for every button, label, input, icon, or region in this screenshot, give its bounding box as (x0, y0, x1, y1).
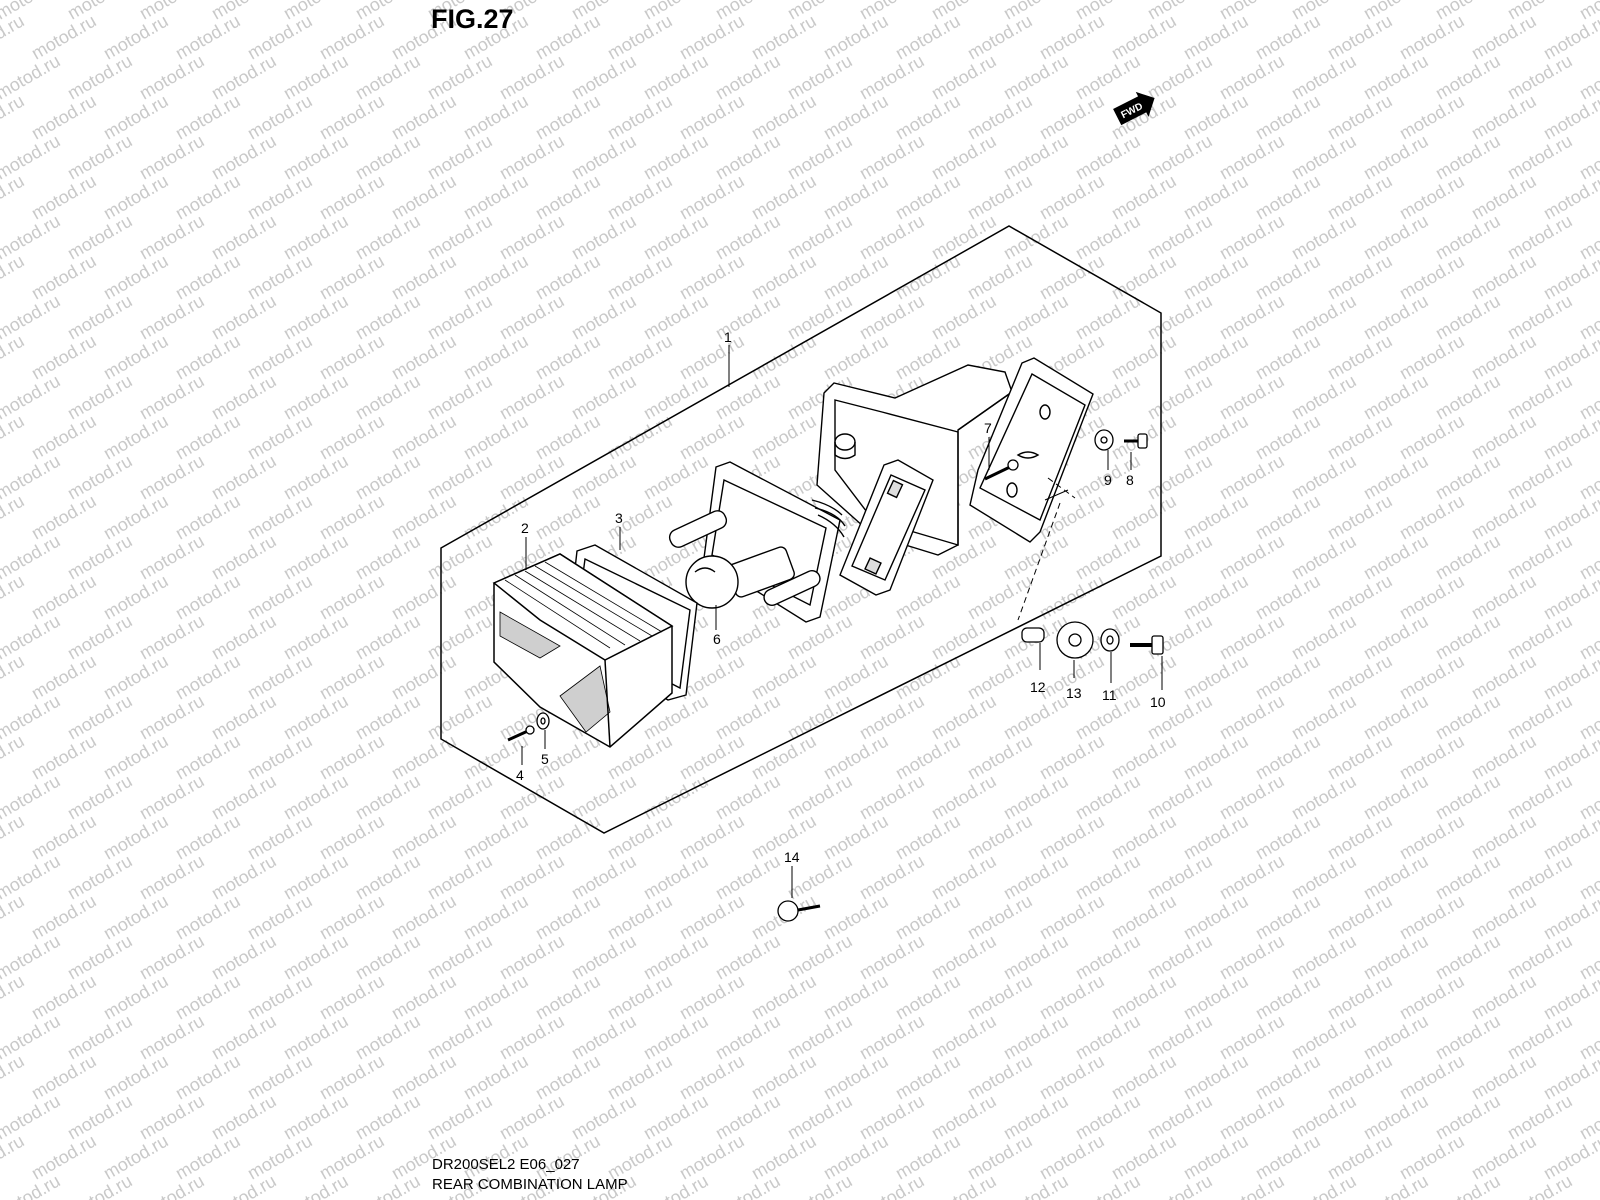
callout-part-14: 14 (784, 849, 800, 865)
callout-part-1: 1 (724, 329, 732, 345)
callout-part-10: 10 (1150, 694, 1166, 710)
figure-code: DR200SEL2 E06_027 (432, 1156, 580, 1173)
figure-caption: REAR COMBINATION LAMP (432, 1176, 628, 1193)
watermark-text: motod.ru (1576, 0, 1600, 23)
callout-part-5: 5 (541, 751, 549, 767)
callout-part-3: 3 (615, 510, 623, 526)
forward-arrow-icon: FWD (1113, 91, 1155, 126)
figure-footer: DR200SEL2 E06_027 REAR COMBINATION LAMP (432, 1155, 628, 1195)
callout-part-6: 6 (713, 631, 721, 647)
callout-part-9: 9 (1104, 472, 1112, 488)
callout-part-13: 13 (1066, 685, 1082, 701)
figure-title: FIG.27 (431, 4, 514, 34)
callout-part-8: 8 (1126, 472, 1134, 488)
callout-part-12: 12 (1030, 679, 1046, 695)
callout-part-7: 7 (984, 420, 992, 436)
callout-part-2: 2 (521, 520, 529, 536)
callout-part-11: 11 (1102, 687, 1117, 703)
callout-part-4: 4 (516, 767, 524, 783)
